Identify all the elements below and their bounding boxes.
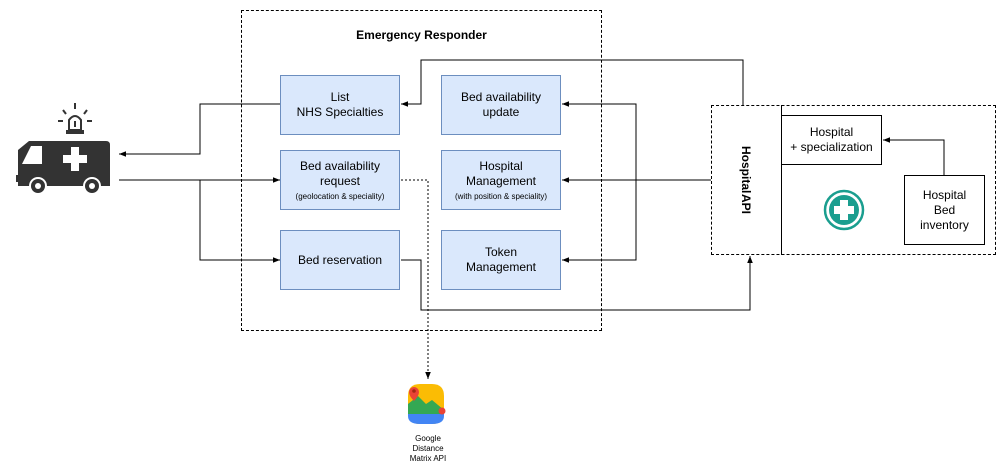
edge-bed-request-to-google xyxy=(401,179,431,379)
token-management-line2: Management xyxy=(465,260,537,274)
bed-update-line2: update xyxy=(482,105,520,119)
bed-inventory-line2: Bed xyxy=(933,202,956,217)
siren-icon xyxy=(58,103,92,134)
google-label-line2: Distance xyxy=(412,444,444,453)
hospital-management-line1: Hospital xyxy=(479,158,523,173)
google-label-line3: Matrix API xyxy=(409,454,447,463)
bed-request-subtitle: (geolocation & speciality) xyxy=(295,191,385,201)
bed-reservation-label: Bed reservation xyxy=(297,252,383,267)
edge-api-to-specialties xyxy=(401,59,744,107)
hospital-specialization-box[interactable]: Hospital + specialization xyxy=(781,115,882,165)
medical-cross-icon xyxy=(823,189,865,231)
google-label-line1: Google xyxy=(415,434,441,443)
list-specialties-box[interactable]: List NHS Specialties xyxy=(280,75,400,135)
hospital-api-line2: API xyxy=(739,193,753,214)
list-specialties-line1: List xyxy=(330,90,350,104)
hospital-api-label: Hospital API xyxy=(711,105,781,255)
emergency-responder-container xyxy=(241,10,602,331)
list-specialties-line2: NHS Specialties xyxy=(296,105,384,119)
hospital-container xyxy=(711,105,996,255)
token-management-box[interactable]: Token Management xyxy=(441,230,561,290)
bed-inventory-line1: Hospital xyxy=(922,187,967,202)
edge-bus-to-token-management xyxy=(562,180,637,263)
google-distance-matrix-label: Google Distance Matrix API xyxy=(388,434,468,464)
hospital-specialization-line2: + specialization xyxy=(790,140,873,154)
bed-reservation-box[interactable]: Bed reservation xyxy=(280,230,400,290)
emergency-responder-title: Emergency Responder xyxy=(356,28,487,42)
hospital-management-subtitle: (with position & speciality) xyxy=(454,191,548,201)
bed-inventory-line3: inventory xyxy=(920,217,969,232)
edge-inventory-to-specialization xyxy=(883,137,945,175)
bed-request-line2: request xyxy=(319,173,361,188)
bed-update-line1: Bed availability xyxy=(460,90,542,104)
hospital-management-box[interactable]: Hospital Management (with position & spe… xyxy=(441,150,561,210)
edge-specialties-to-ambulance xyxy=(119,103,280,157)
bed-update-box[interactable]: Bed availability update xyxy=(441,75,561,135)
hospital-api-divider xyxy=(781,105,782,255)
edge-bed-reservation-to-api xyxy=(401,256,753,311)
bed-request-line1: Bed availability xyxy=(299,158,381,173)
ambulance-icon xyxy=(16,141,110,195)
edge-bus-to-bed-update xyxy=(562,101,637,180)
token-management-line1: Token xyxy=(484,245,518,259)
hospital-specialization-line1: Hospital xyxy=(809,125,854,139)
google-maps-icon xyxy=(408,384,446,424)
hospital-management-line2: Management xyxy=(465,173,537,188)
bed-request-box[interactable]: Bed availability request (geolocation & … xyxy=(280,150,400,210)
hospital-bed-inventory-box[interactable]: Hospital Bed inventory xyxy=(904,175,985,245)
hospital-api-line1: Hospital xyxy=(739,146,753,194)
edge-ambulance-to-bed-reservation xyxy=(199,180,280,263)
